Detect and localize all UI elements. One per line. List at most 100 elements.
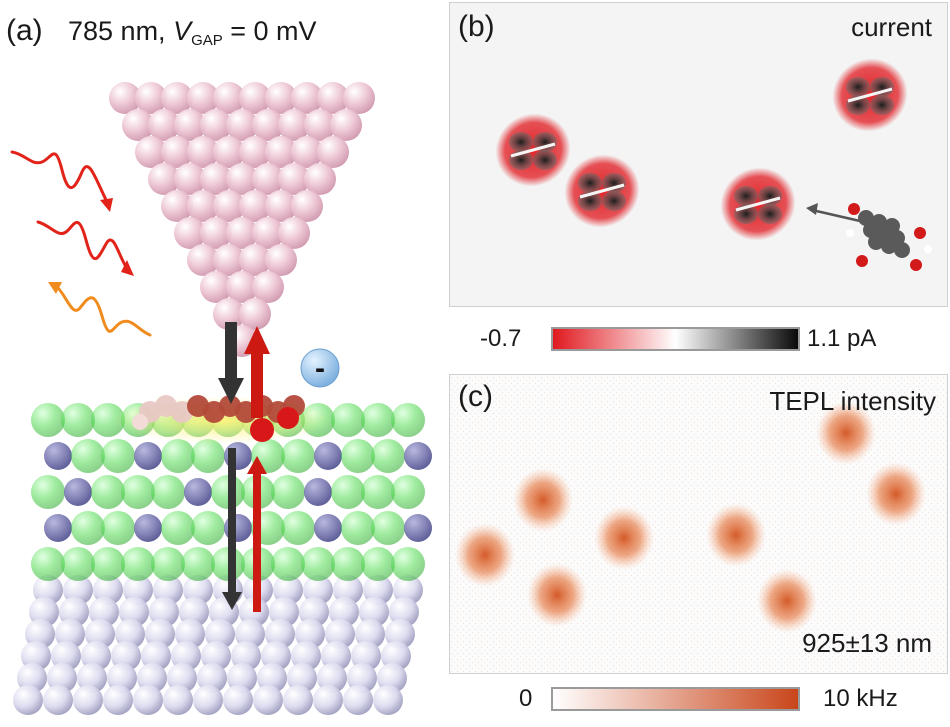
inset-oxygen [856,255,868,267]
tip-atom [174,163,206,195]
substrate-atom [13,685,43,715]
inset-oxygen [910,259,922,271]
dark-arrow-lower-shaft [228,448,236,598]
tip-atom [291,190,323,222]
tip-atom [122,109,154,141]
tepl-emission-spot [594,506,654,570]
tip-atom [213,82,245,114]
tip-atom [226,271,258,303]
tip-atom [304,109,336,141]
substrate-atom [73,685,103,715]
substrate-ion [404,442,432,470]
tip-atom [239,244,271,276]
insulator-atom [121,475,155,509]
insulator-atom [91,475,125,509]
title-suffix: = 0 mV [222,16,317,46]
incoming-photon-2 [36,220,130,272]
substrate-ion [304,478,332,506]
inset-hydrogen [924,245,932,253]
pointer-arrow-line [811,208,861,223]
tip-atom [317,136,349,168]
tip-atom [239,82,271,114]
tepl-map [449,374,948,674]
current-colorbar [551,327,800,351]
tip-atom [343,82,375,114]
substrate-atom [373,685,403,715]
insulator-atom [191,439,225,473]
tip-atom [226,217,258,249]
tip-atom [291,82,323,114]
tip-atom [252,109,284,141]
incoming-photon-1 [10,150,110,206]
inset-hydrogen [846,229,854,237]
substrate-ion [314,442,342,470]
substrate-atom [343,685,373,715]
insulator-atom [61,547,95,581]
electron-sign: - [315,352,325,385]
substrate-ion [44,442,72,470]
molecule-current-image [832,58,908,132]
hydrogen-atom [132,414,148,430]
molecule-current-image [495,113,571,187]
insulator-atom [271,547,305,581]
insulator-atom [31,403,65,437]
tip-atom [187,190,219,222]
tip-atom [187,82,219,114]
substrate-ion [314,514,342,542]
insulator-atom [391,403,425,437]
tip-atom [252,163,284,195]
current-colorbar-min: -0.7 [480,325,522,352]
substrate-atom [43,685,73,715]
tunneling-arrows [218,322,270,612]
tepl-colorbar-min: 0 [519,685,533,712]
insulator-atom [391,547,425,581]
tip-atom [187,136,219,168]
tip-atom [278,109,310,141]
substrate-ion [404,514,432,542]
insulator-atom [151,547,185,581]
tepl-emission-spot [757,569,817,633]
tip-atom [278,217,310,249]
tip-atom [317,82,349,114]
inset-carbon [894,242,910,258]
substrate-atom [163,685,193,715]
inset-molecule [806,203,932,271]
insulator-atom [121,547,155,581]
dark-arrow-lower-head [222,592,242,610]
tip-atom [148,163,180,195]
substrate-ion [64,478,92,506]
current-label: current [851,12,932,42]
oxygen-atom [250,418,274,442]
tepl-colorbar-max: 10 kHz [823,685,898,712]
inset-carbon [863,222,879,238]
tip-atom [330,109,362,141]
panel-a-title: 785 nm, VGAP = 0 mV [68,16,317,49]
tepl-emission-spot [706,503,766,567]
insulator-atom [361,403,395,437]
insulator-atom [71,511,105,545]
insulator-atom [361,475,395,509]
substrate-atom [133,685,163,715]
oxygen-atom [277,407,299,429]
substrate-atom [193,685,223,715]
substrate-atom [313,685,343,715]
emitted-photon [54,284,152,337]
tip-atom [226,109,258,141]
photon-waves [10,150,152,337]
tip-atom [252,217,284,249]
tip-atom [291,136,323,168]
tip-atom [304,163,336,195]
tip-atom [213,244,245,276]
panel-b-label: (b) [458,10,495,43]
red-arrow-upper-head [244,326,270,354]
inset-carbon [868,234,884,250]
tip-atom [174,109,206,141]
insulator-atom [71,439,105,473]
insulator-atom [371,511,405,545]
title-subscript: GAP [191,32,223,49]
insulator-atom [341,511,375,545]
tip-atom [174,217,206,249]
tepl-label: TEPL intensity [769,386,936,416]
substrate-ion [134,442,162,470]
tip-atom [161,82,193,114]
